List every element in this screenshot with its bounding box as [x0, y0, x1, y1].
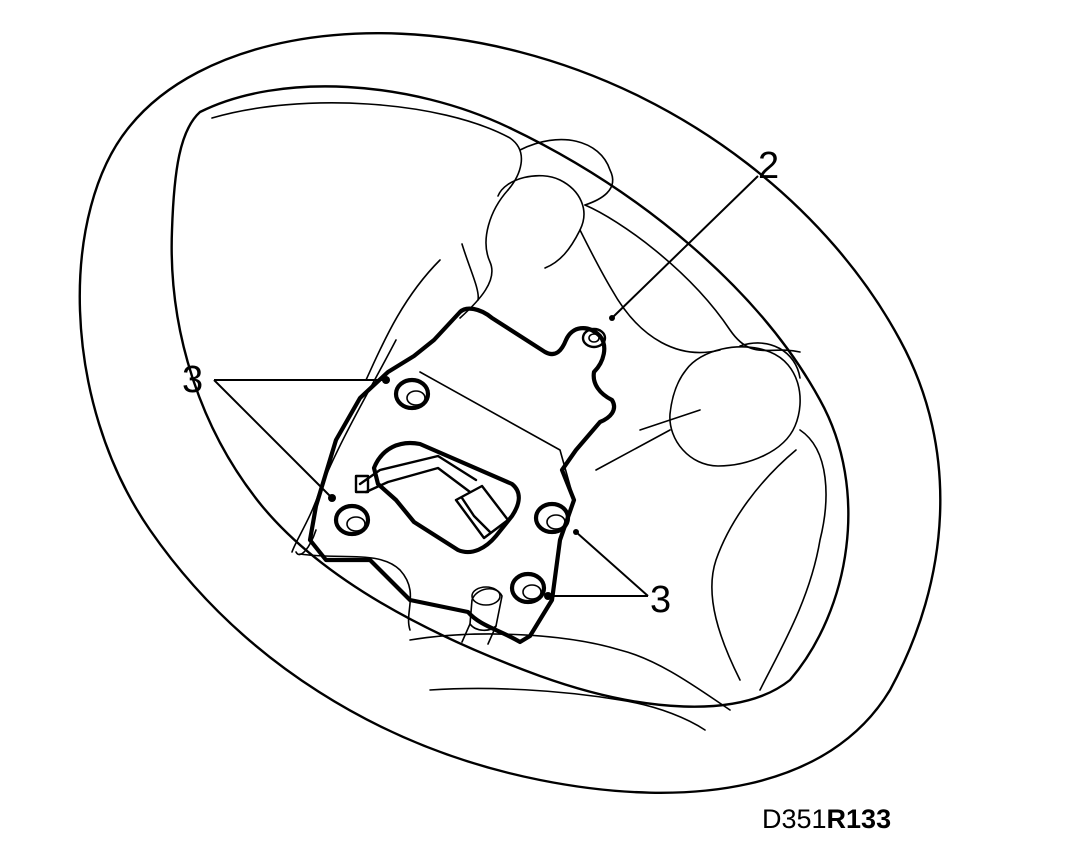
- callout-2-label: 2: [758, 145, 779, 187]
- mounting-plate: [307, 306, 617, 645]
- screw-boss: [533, 501, 571, 535]
- steering-wheel-spokes: [211, 102, 827, 731]
- figure-code: D351R133: [762, 804, 891, 834]
- figure-code-suffix: R133: [827, 804, 892, 834]
- screw-boss: [393, 377, 431, 411]
- steering-wheel-rim: [78, 32, 942, 794]
- screw-boss: [333, 503, 371, 537]
- callout-leaders: [213, 175, 759, 600]
- callout-3-left-label: 3: [182, 359, 203, 401]
- screw-boss: [509, 571, 547, 605]
- figure-code-prefix: D351: [762, 804, 827, 834]
- connector-window: [354, 440, 521, 555]
- callout-3-right-label: 3: [650, 579, 671, 621]
